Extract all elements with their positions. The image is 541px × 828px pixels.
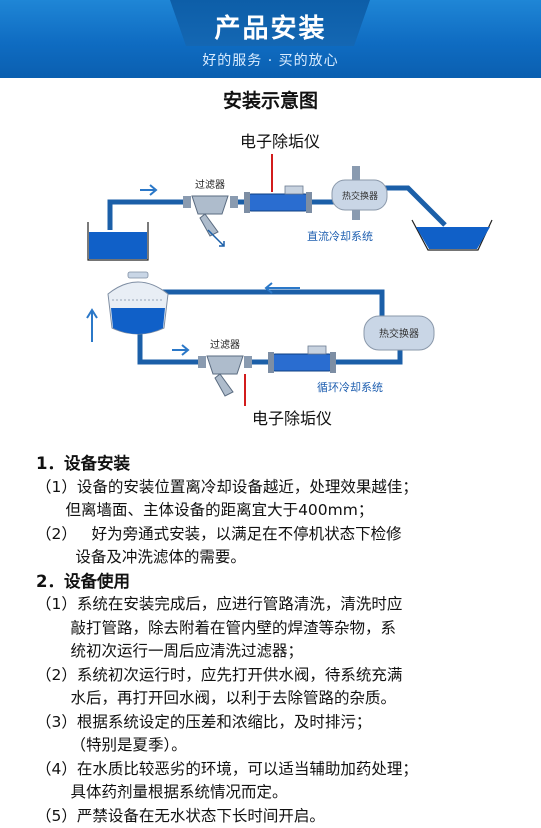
usage-line: （5）严禁设备在无水状态下长时间开启。 [36,805,536,828]
top-descaler [244,186,312,213]
usage-line: 敲打管路，除去附着在管内壁的焊渣等杂物，系 [36,617,536,641]
diagram-title: 安装示意图 [0,86,541,113]
usage-line: 统初次运行一周后应清洗过滤器； [36,640,536,664]
bottom-pipe-return [160,292,382,322]
cooling-tower [108,272,168,334]
top-filter-label: 过滤器 [195,178,225,191]
install-line: （2） 好为旁通式安装，以满足在不停机状态下检修 [36,523,536,547]
install-heading: 1．设备安装 [36,452,536,476]
usage-line: （1）系统在安装完成后，应进行管路清洗，清洗时应 [36,593,536,617]
usage-line: 水后，再打开回水阀，以利于去除管路的杂质。 [36,687,536,711]
install-line: 但离墙面、主体设备的距离宜大于400mm； [36,499,536,523]
circulating-cooling-system: 过滤器 电子除垢仪 循环冷却系统 热交换器 [87,272,434,428]
top-flow-arrow [140,185,156,195]
header-banner: 产品安装 好的服务 · 买的放心 [0,0,541,78]
bottom-flow-arrow [172,345,188,355]
bottom-pipe-supply [140,332,200,362]
bottom-system-label: 循环冷却系统 [317,381,383,394]
installation-diagram: 过滤器 电子除垢仪 热交换器 直流冷却系统 [0,110,541,440]
usage-line: 具体药剂量根据系统情况而定。 [36,781,536,805]
page-title: 产品安装 [0,8,541,45]
install-line: 设备及冲洗滤体的需要。 [36,546,536,570]
bottom-descaler-label: 电子除垢仪 [252,409,332,428]
instructions: 1．设备安装 （1）设备的安装位置离冷却设备越近，处理效果越佳； 但离墙面、主体… [36,452,536,828]
bottom-descaler [268,346,336,373]
usage-line: （4）在水质比较恶劣的环境，可以适当辅助加药处理； [36,758,536,782]
top-pipe-outlet [385,188,445,225]
top-descaler-label: 电子除垢仪 [240,132,320,151]
bottom-filter-label: 过滤器 [210,338,240,351]
bottom-filter [198,356,252,396]
page-subtitle: 好的服务 · 买的放心 [0,50,541,70]
top-filter [183,196,238,246]
top-right-water [416,227,490,249]
bottom-up-arrow [87,310,97,342]
usage-line: （特别是夏季）。 [36,734,536,758]
direct-cooling-system: 过滤器 电子除垢仪 热交换器 直流冷却系统 [88,132,492,260]
usage-line: （3）根据系统设定的压差和浓缩比，及时排污； [36,711,536,735]
top-system-label: 直流冷却系统 [307,229,373,243]
top-exchanger-label: 热交换器 [342,190,378,202]
usage-heading: 2．设备使用 [36,570,536,594]
install-line: （1）设备的安装位置离冷却设备越近，处理效果越佳； [36,476,536,500]
top-left-water [89,232,147,259]
usage-line: （2）系统初次运行时，应先打开供水阀，待系统充满 [36,664,536,688]
bottom-exchanger-label: 热交换器 [379,327,419,340]
